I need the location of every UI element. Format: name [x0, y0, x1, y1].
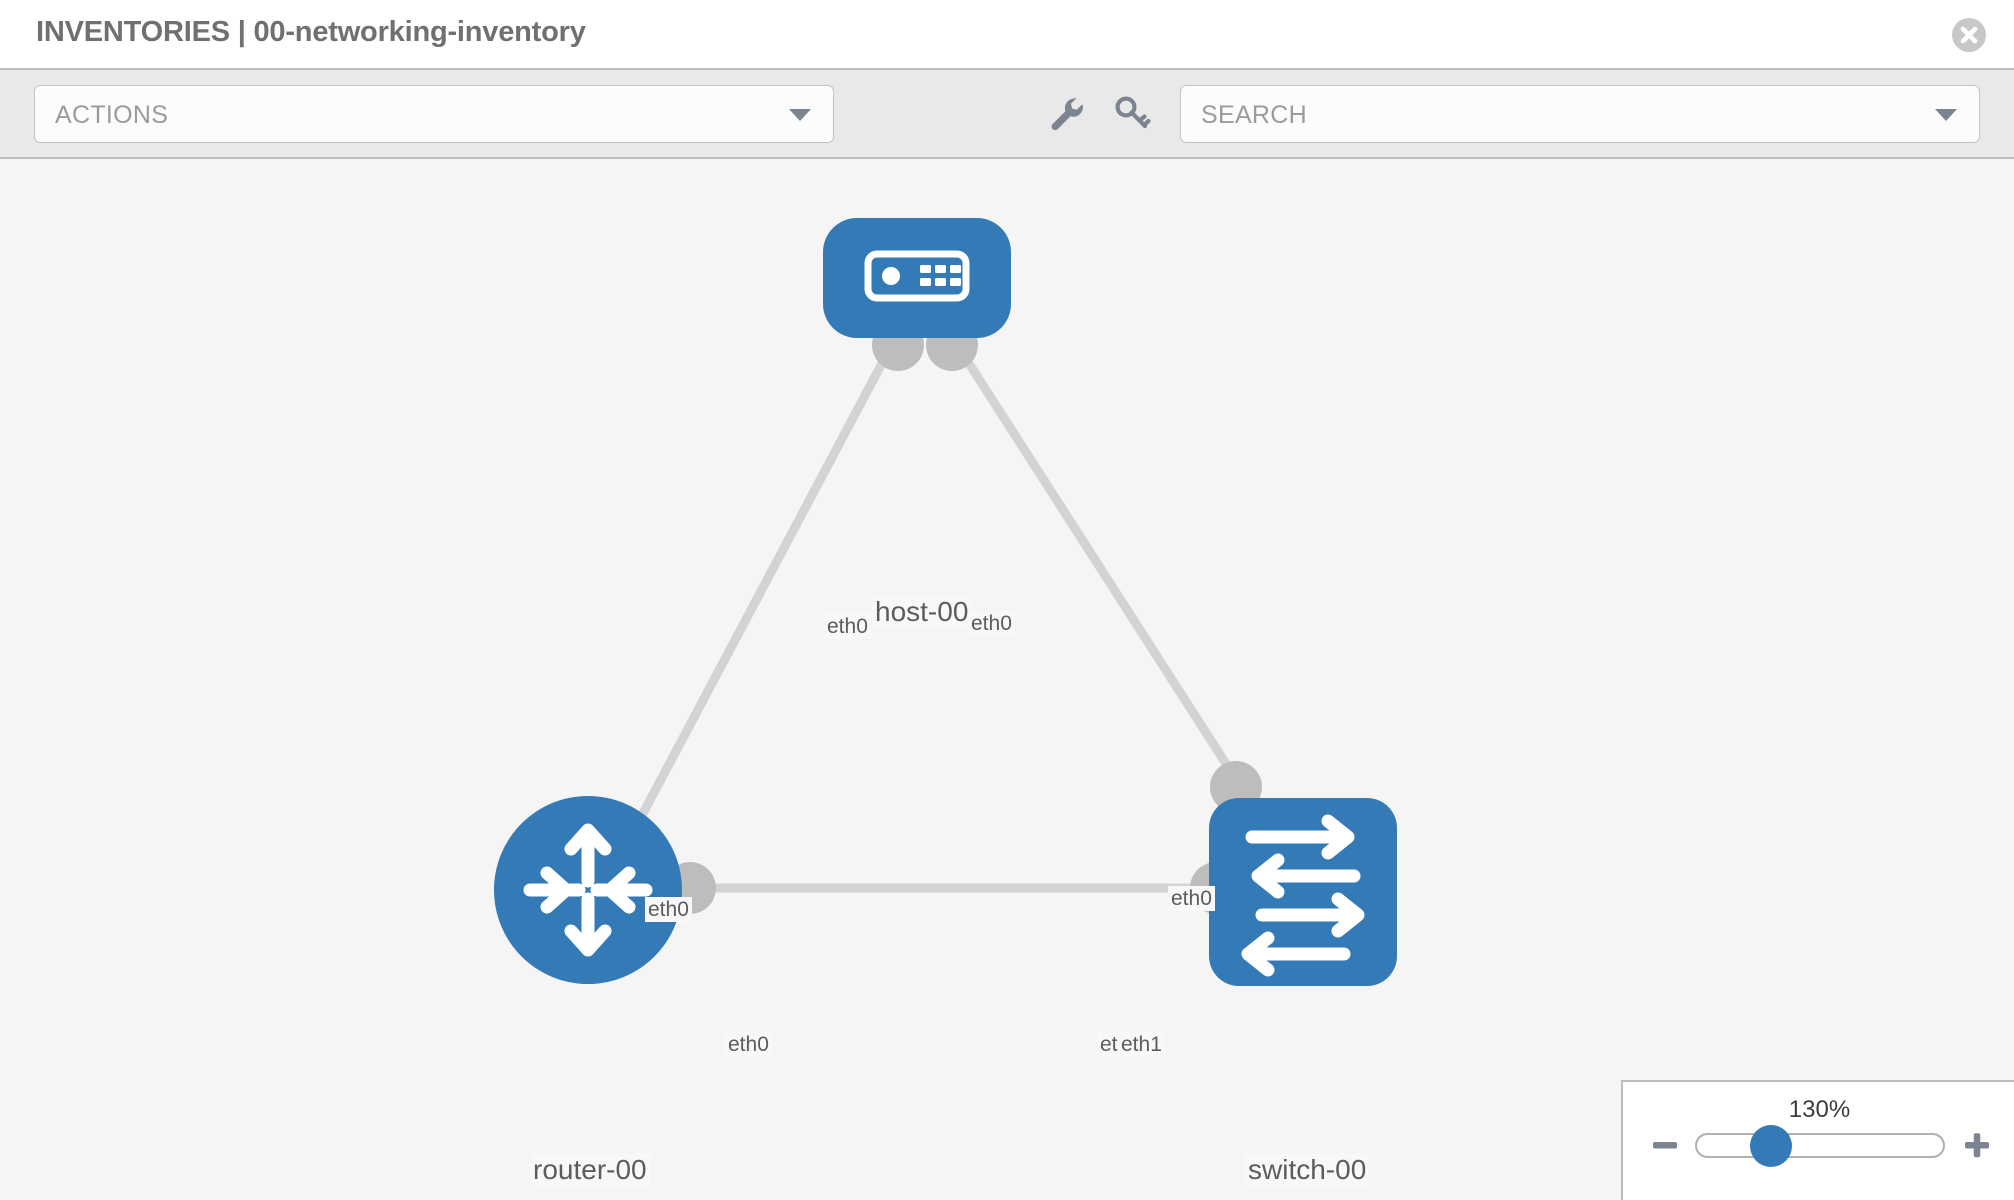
toolbar: ACTIONS SEARCH	[0, 68, 2014, 159]
node-host-00	[823, 218, 1011, 338]
wrench-icon[interactable]	[1044, 92, 1088, 136]
page-header: INVENTORIES | 00-networking-inventory	[0, 0, 2014, 68]
zoom-slider-thumb[interactable]	[1750, 1125, 1792, 1167]
zoom-control-panel: 130%	[1621, 1080, 2014, 1200]
chevron-down-icon[interactable]	[1935, 109, 1957, 121]
port-label-switch-up: eth0	[1168, 886, 1215, 911]
actions-dropdown-label: ACTIONS	[55, 101, 169, 129]
node-label-host-00: host-00	[872, 596, 972, 628]
close-icon[interactable]	[1952, 18, 1986, 52]
edge-host-switch	[948, 334, 1259, 812]
page-title: INVENTORIES | 00-networking-inventory	[36, 16, 586, 48]
zoom-slider[interactable]	[1695, 1133, 1945, 1158]
minus-icon[interactable]	[1648, 1128, 1682, 1162]
topology-edges	[636, 334, 1259, 893]
topology-graph	[494, 218, 1397, 986]
node-label-router-00: router-00	[530, 1154, 650, 1186]
actions-dropdown[interactable]: ACTIONS	[34, 85, 834, 143]
node-router-00	[494, 796, 682, 984]
key-icon[interactable]	[1110, 92, 1154, 136]
search-placeholder: SEARCH	[1201, 101, 1307, 129]
port-label-router-right: eth0	[725, 1032, 772, 1057]
port-label-router-up: eth0	[645, 897, 692, 922]
node-switch-00	[1209, 798, 1397, 986]
search-input[interactable]: SEARCH	[1180, 85, 1980, 143]
chevron-down-icon	[789, 109, 811, 121]
port-label-host-left: eth0	[824, 614, 871, 639]
port-label-switch-left: eth1	[1118, 1032, 1165, 1057]
port-label-host-right: eth0	[968, 611, 1015, 636]
plus-icon[interactable]	[1960, 1128, 1994, 1162]
node-label-switch-00: switch-00	[1245, 1154, 1370, 1186]
topology-canvas[interactable]: eth0 host-00 eth0 eth0 eth0 eth0 eth0 et…	[0, 159, 2014, 1200]
edge-host-router	[636, 334, 900, 822]
zoom-percentage: 130%	[1788, 1096, 1851, 1123]
